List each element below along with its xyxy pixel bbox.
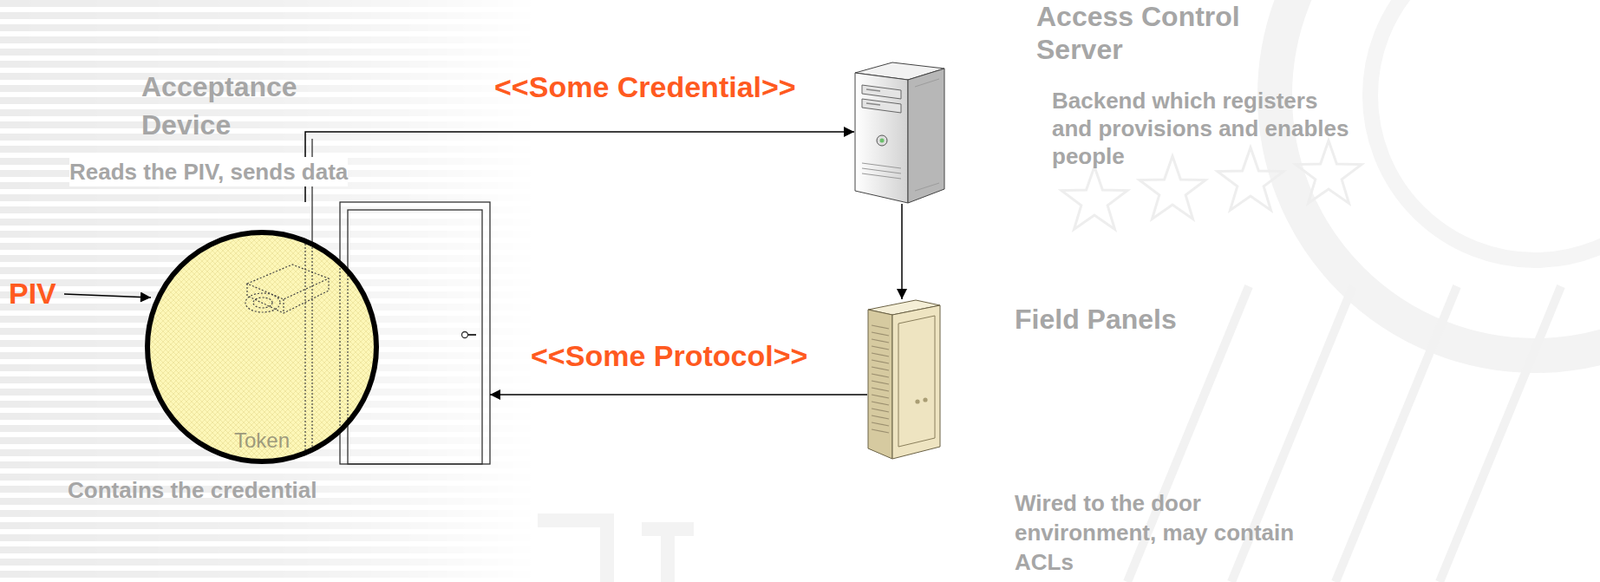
leader-arrow [64, 293, 151, 298]
connector-arrow [489, 393, 868, 396]
field-panel-icon: Field PanelsWired to the door environmen… [867, 299, 941, 460]
connector-arrow [901, 203, 903, 300]
server-icon: Access Control ServerBackend which regis… [854, 60, 946, 204]
node-description: Wired to the door environment, may conta… [1014, 488, 1310, 577]
node-description: Contains the credential [67, 475, 318, 505]
field-panel-icon-outline [867, 299, 941, 460]
node-heading: Access Control Server [1036, 0, 1262, 66]
callout-label: PIV [8, 275, 57, 311]
node-heading: Field Panels [1014, 302, 1177, 336]
token-label: Token [144, 429, 379, 452]
node-description: Reads the PIV, sends data [69, 156, 348, 187]
server-icon-outline [854, 60, 946, 204]
connector-arrow [305, 131, 855, 203]
token-circle: TokenContains the credential [144, 229, 379, 464]
node-description: Backend which registers and provisions a… [1051, 86, 1356, 170]
node-heading: Acceptance Device [141, 67, 315, 144]
edge-label: <<Some Protocol>> [530, 338, 808, 373]
edge-label: <<Some Credential>> [494, 69, 797, 105]
stripe-texture [0, 0, 538, 582]
